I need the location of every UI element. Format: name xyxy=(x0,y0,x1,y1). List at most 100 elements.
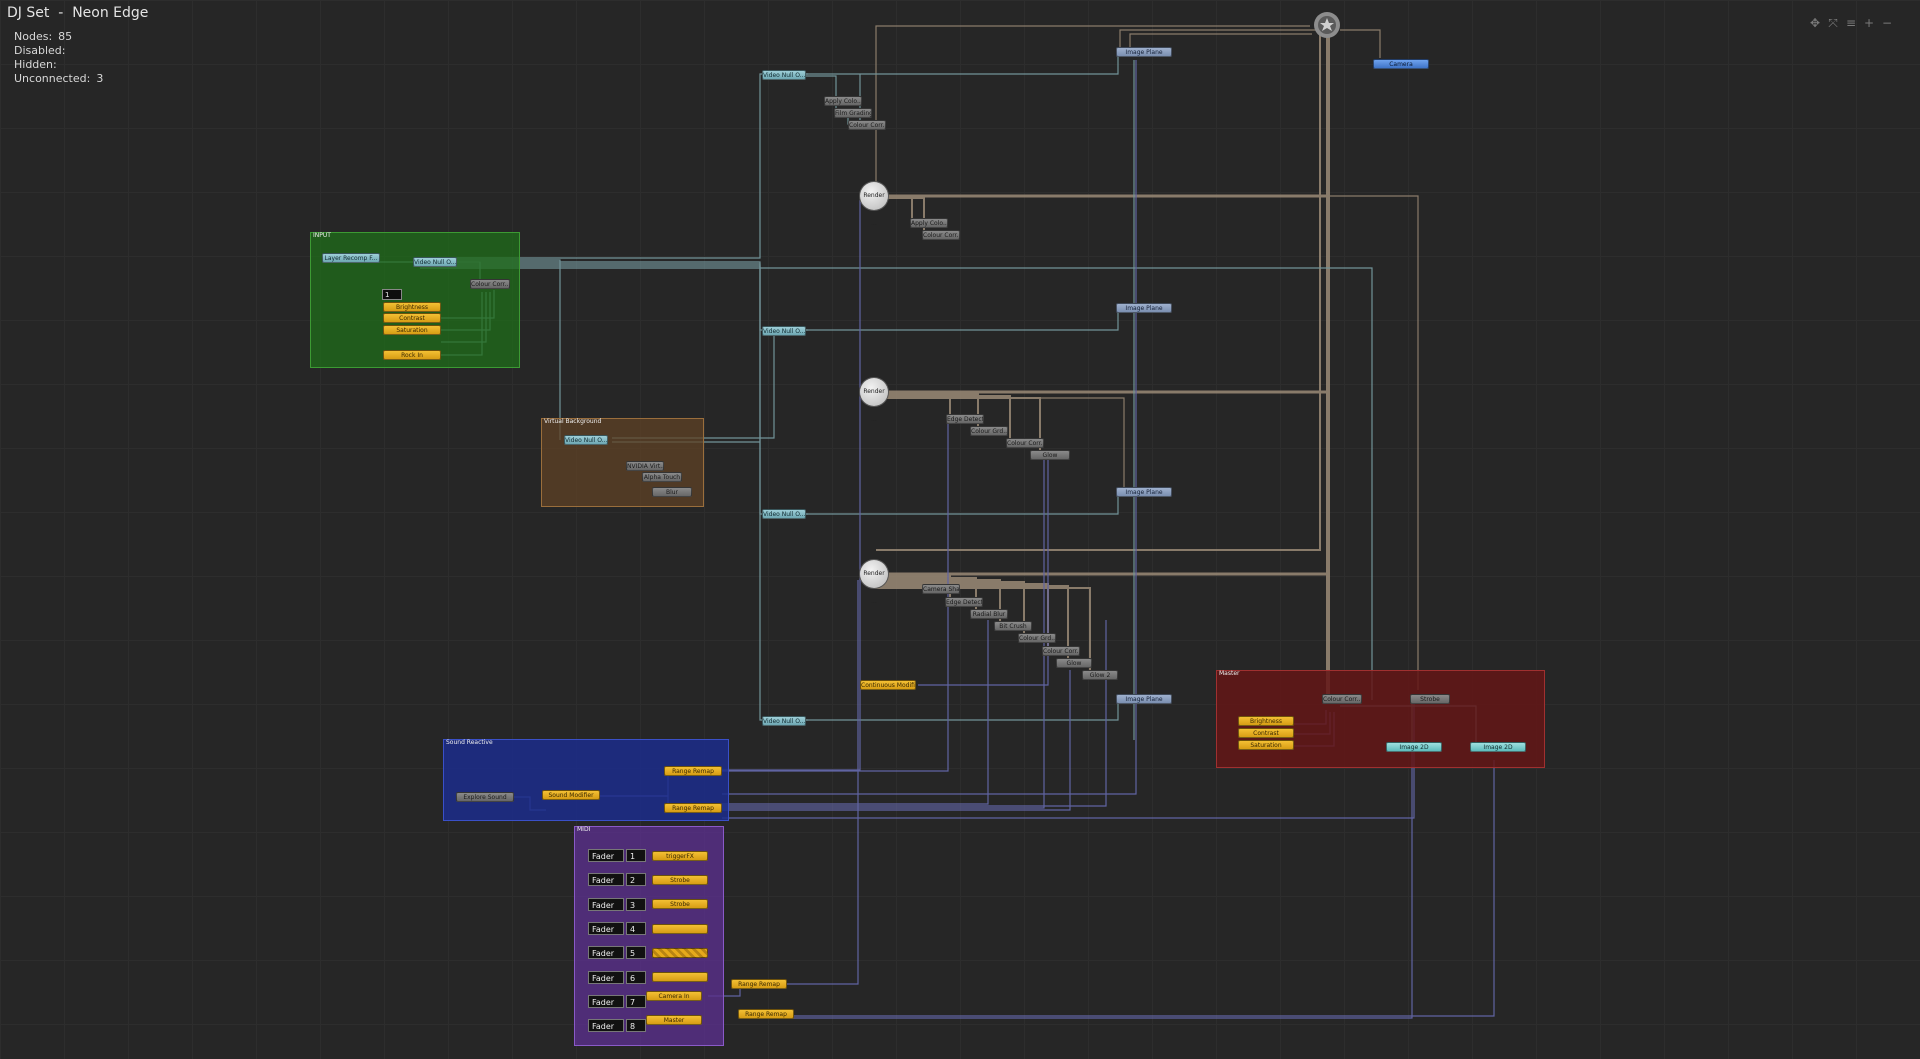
fader-number[interactable]: 4 xyxy=(626,922,646,935)
glow-2-node[interactable]: Glow 2 xyxy=(1082,670,1118,680)
contrast-param[interactable]: Contrast xyxy=(383,313,441,323)
group-input[interactable]: INPUT xyxy=(310,232,520,368)
brightness-param[interactable]: Brightness xyxy=(383,302,441,312)
zoom-in-icon[interactable]: + xyxy=(1863,16,1875,30)
stat-unconnected: Unconnected:3 xyxy=(14,72,104,85)
brightness-param[interactable]: Brightness xyxy=(1238,716,1294,726)
root-node[interactable] xyxy=(1312,10,1342,40)
film-grading-node[interactable]: Film Grading xyxy=(834,108,872,118)
fader-target-node[interactable]: Strobe xyxy=(652,875,708,885)
colour-correction-node[interactable]: Colour Corr... xyxy=(922,230,960,240)
nvidia-virtual-node[interactable]: NVIDIA Virt... xyxy=(626,461,664,471)
render-node[interactable]: Render ... xyxy=(860,182,888,227)
wire-root-plane1b xyxy=(1119,29,1326,50)
layer-recomp-node[interactable]: Layer Recomp F... xyxy=(322,253,380,263)
render-node[interactable]: Render ... xyxy=(860,560,888,605)
colour-correction-node[interactable]: Colour Corr... xyxy=(1322,694,1362,704)
colour-grade-node[interactable]: Colour Grd... xyxy=(970,426,1008,436)
bit-crush-node[interactable]: Bit Crush xyxy=(994,621,1032,631)
colour-correction-node[interactable]: Colour Corr... xyxy=(1006,438,1044,448)
fader-number[interactable]: 2 xyxy=(626,873,646,886)
range-remap-node[interactable]: Range Remap xyxy=(738,1009,794,1019)
video-null-node[interactable]: Video Null O... xyxy=(762,716,806,726)
move-icon[interactable]: ✥ xyxy=(1809,16,1821,30)
fader-target-node[interactable] xyxy=(652,924,708,934)
strobe-node[interactable]: Strobe xyxy=(1410,694,1450,704)
fader-label: Fader xyxy=(588,922,624,935)
image-2d-node[interactable]: Image 2D xyxy=(1386,742,1442,752)
stat-nodes: Nodes:85 xyxy=(14,30,73,43)
colour-grade-node[interactable]: Colour Grd... xyxy=(1018,633,1056,643)
camera-node[interactable]: Camera xyxy=(1373,59,1429,69)
range-remap-node[interactable]: Range Remap xyxy=(664,803,722,813)
fader-number[interactable]: 5 xyxy=(626,946,646,959)
radial-blur-node[interactable]: Radial Blur xyxy=(970,609,1008,619)
image-plane-node[interactable]: Image Plane xyxy=(1116,694,1172,704)
fader-label: Fader xyxy=(588,849,624,862)
range-remap-node[interactable]: Range Remap xyxy=(664,766,722,776)
wire-root-left xyxy=(875,25,1310,190)
fader-target-node[interactable]: Strobe xyxy=(652,899,708,909)
image-plane-node[interactable]: Image Plane xyxy=(1116,303,1172,313)
alpha-touch-node[interactable]: Alpha Touch xyxy=(642,472,682,482)
fader-label: Fader xyxy=(588,1019,624,1032)
wire-midvideo-plane2 xyxy=(806,308,1119,331)
wire-input-master xyxy=(420,267,1373,700)
fader-label: Fader xyxy=(588,898,624,911)
fader-label: Fader xyxy=(588,995,624,1008)
render-node[interactable]: Render ... xyxy=(860,378,888,423)
range-remap-node[interactable]: Range Remap xyxy=(731,979,787,989)
fader-number[interactable]: 1 xyxy=(626,849,646,862)
video-null-node[interactable]: Video Null O... xyxy=(762,326,806,336)
wire-midi-image2 xyxy=(792,760,1495,1017)
colour-correction-node[interactable]: Colour Corr... xyxy=(848,120,886,130)
fader-target-node[interactable] xyxy=(652,948,708,958)
colour-correction-node[interactable]: Colour Corr... xyxy=(1042,646,1080,656)
camera-shake-node[interactable]: Camera Sha... xyxy=(922,584,960,594)
graph-stats: Nodes:85 Disabled: Hidden: Unconnected:3 xyxy=(14,30,103,86)
fader-label: Fader xyxy=(588,946,624,959)
menu-icon[interactable]: ≡ xyxy=(1845,16,1857,30)
fader-target-node[interactable]: triggerFX xyxy=(652,851,708,861)
wire-bottom-plane4 xyxy=(806,700,1119,721)
fader-number[interactable]: 8 xyxy=(626,1019,646,1032)
fader-number[interactable]: 3 xyxy=(626,898,646,911)
glow-node[interactable]: Glow xyxy=(1056,658,1092,668)
saturation-param[interactable]: Saturation xyxy=(1238,740,1294,750)
wire-video2-plane3 xyxy=(806,492,1119,515)
glow-node[interactable]: Glow xyxy=(1030,450,1070,460)
fader-target-node[interactable]: Camera In xyxy=(646,991,702,1001)
saturation-param[interactable]: Saturation xyxy=(383,325,441,335)
fader-target-node[interactable]: Master xyxy=(646,1015,702,1025)
group-midi[interactable]: MIDI xyxy=(574,826,724,1046)
apply-colour-node[interactable]: Apply Colo... xyxy=(910,218,948,228)
fader-number[interactable]: 6 xyxy=(626,971,646,984)
blur-node[interactable]: Blur xyxy=(652,487,692,497)
video-null-node[interactable]: Video Null O... xyxy=(564,435,608,445)
edge-detect-node[interactable]: Edge Detect xyxy=(946,414,984,424)
continuous-modifier-node[interactable]: Continuous Modifier xyxy=(860,680,916,690)
stat-disabled: Disabled: xyxy=(14,44,66,57)
fit-view-icon[interactable]: ⤧ xyxy=(1828,16,1838,30)
image-plane-node[interactable]: Image Plane xyxy=(1116,487,1172,497)
video-null-node[interactable]: Video Null O... xyxy=(762,70,806,80)
rock-in-param[interactable]: Rock In xyxy=(383,350,441,360)
video-null-node[interactable]: Video Null O... xyxy=(762,509,806,519)
fader-number[interactable]: 7 xyxy=(626,995,646,1008)
contrast-param[interactable]: Contrast xyxy=(1238,728,1294,738)
video-null-node[interactable]: Video Null O... xyxy=(413,257,457,267)
fader-target-node[interactable] xyxy=(652,972,708,982)
sound-modifier-node[interactable]: Sound Modifier xyxy=(542,790,600,800)
image-2d-node[interactable]: Image 2D xyxy=(1470,742,1526,752)
apply-colour-node[interactable]: Apply Colo... xyxy=(824,96,862,106)
edge-detect-node[interactable]: Edge Detect xyxy=(945,597,983,607)
image-plane-node[interactable]: Image Plane xyxy=(1116,47,1172,57)
colour-correction-node[interactable]: Colour Corr... xyxy=(470,279,510,289)
zoom-out-icon[interactable]: − xyxy=(1881,16,1893,30)
value-input[interactable]: 1 xyxy=(382,289,402,300)
wire-root-plane1 xyxy=(1129,33,1312,50)
fader-label: Fader xyxy=(588,971,624,984)
explore-sound-node[interactable]: Explore Sound xyxy=(456,792,514,802)
